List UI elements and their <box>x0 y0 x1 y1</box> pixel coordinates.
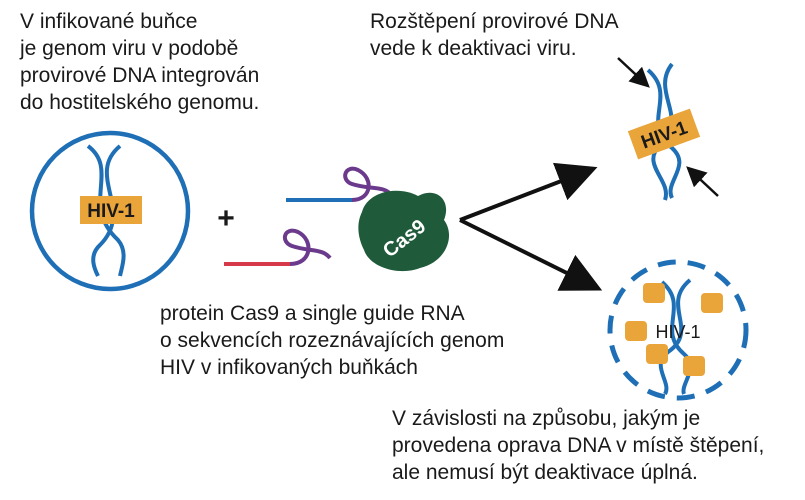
cleaved-dna: HIV-1 <box>617 57 719 201</box>
hiv-label-repaired: HIV-1 <box>655 322 700 342</box>
protein-blob-2 <box>701 293 723 313</box>
plus-sign: + <box>217 202 235 235</box>
arrow-to-repair <box>459 218 603 291</box>
cas9-shape <box>358 190 450 272</box>
protein-blob-3 <box>625 321 647 341</box>
cas9-line-3: HIV v infikovaných buňkách <box>160 356 418 379</box>
cas9-protein: Cas9 <box>358 190 450 272</box>
hiv-label-cell: HIV-1 <box>87 201 135 222</box>
protein-blob-4 <box>646 344 668 364</box>
cleavage-site-arrow-bottom <box>686 166 719 197</box>
dna-strand-a <box>91 144 122 277</box>
protein-blob-5 <box>683 356 705 376</box>
infected-cell: HIV-1 <box>29 130 191 292</box>
repaired-strand-a <box>658 278 692 396</box>
dna-strand-b <box>86 144 126 277</box>
hiv-box-cell <box>80 196 142 224</box>
cas9-caption: protein Cas9 a single guide RNA o sekven… <box>160 300 504 381</box>
cas9-line-2: o sekvencích rozeznávajících genom <box>160 329 505 352</box>
guide-rna-lower-loop <box>282 228 332 266</box>
cas9-line-1: protein Cas9 a single guide RNA <box>160 302 465 325</box>
cleavage-line-2: vede k deaktivaci viru. <box>370 37 577 60</box>
repaired-cell-membrane <box>607 259 749 401</box>
arrow-to-cleavage <box>459 162 598 222</box>
infected-cell-caption: V infikované buňce je genom viru v podob… <box>20 8 259 116</box>
repair-line-2: provedena oprava DNA v místě štěpení, <box>392 434 765 457</box>
guide-rna-upper <box>286 166 394 202</box>
cleavage-line-1: Rozštěpení provirové DNA <box>370 10 619 33</box>
repaired-strand-b <box>660 280 693 395</box>
infected-line-3: provirové DNA integrován <box>20 64 260 87</box>
hiv-box-cleaved <box>627 108 701 160</box>
guide-rna-lower <box>224 228 332 266</box>
repair-line-3: ale nemusí být deaktivace úplná. <box>392 461 698 484</box>
guide-rna-upper-loop <box>343 166 394 202</box>
repaired-cell: HIV-1 <box>607 259 749 401</box>
infected-line-1: V infikované buňce <box>20 10 198 33</box>
cell-membrane <box>29 130 191 292</box>
cleavage-caption: Rozštěpení provirové DNA vede k deaktiva… <box>370 8 619 62</box>
repair-line-1: V závislosti na způsobu, jakým je <box>392 407 701 430</box>
repair-caption: V závislosti na způsobu, jakým je proved… <box>392 405 764 486</box>
cleavage-site-arrow-top <box>617 57 650 88</box>
protein-blob-1 <box>643 283 665 303</box>
hiv-box-cleaved-group: HIV-1 <box>627 108 701 160</box>
infected-line-4: do hostitelského genomu. <box>20 91 260 114</box>
infected-line-2: je genom viru v podobě <box>20 37 239 60</box>
